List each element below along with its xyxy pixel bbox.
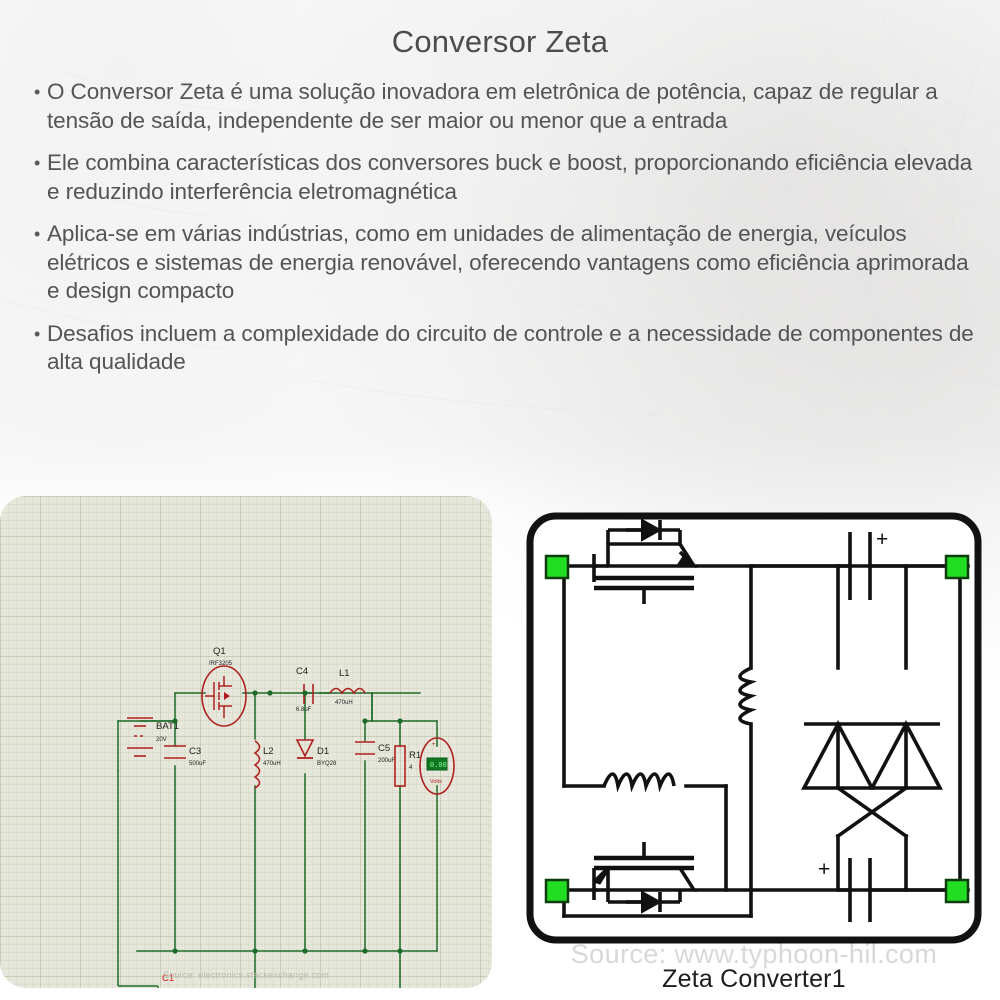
component-D1 [295,739,315,759]
zeta-converter-svg: + + [526,512,982,944]
value-BAT1: 20V [156,737,167,743]
bullet-marker-icon: • [34,153,41,173]
svg-text:+: + [432,742,436,748]
terminals[interactable] [544,554,970,904]
bullet-list: • O Conversor Zeta é uma solução inovado… [34,78,978,391]
label-R1: R1 [409,750,421,761]
figure-row: BAT1 20V C3 500uF [0,496,1000,1000]
converter-enclosure [526,512,982,944]
label-L1: L1 [339,668,350,679]
component-Q1 [201,665,247,727]
bullet-marker-icon: • [34,323,41,344]
value-Q1: IRF3205 [209,661,233,667]
label-C1: C1 [162,973,174,984]
polarity-plus-bottom: + [818,858,830,881]
inductor-vertical [738,666,757,726]
component-C3 [164,745,186,759]
label-BAT1: BAT1 [156,721,179,732]
svg-text:Volts: Volts [430,779,442,785]
zeta-converter-panel: + + [508,496,1000,1000]
bullet-text: O Conversor Zeta é uma solução inovadora… [47,79,938,133]
source-credit-right: Source: www.typhoon-hil.com [570,939,938,969]
value-C5: 200uF [378,758,395,764]
terminal-bottom-right[interactable] [944,878,970,904]
page-title: Conversor Zeta [391,24,609,59]
inductor-horizontal [602,772,676,793]
list-item: • O Conversor Zeta é uma solução inovado… [34,78,978,135]
label-C3: C3 [189,746,201,757]
bullet-text: Desafios incluem a complexidade do circu… [47,320,974,375]
svg-text:0.00: 0.00 [430,762,447,770]
label-D1: D1 [317,746,329,757]
label-C4: C4 [296,666,308,677]
junction-dots [172,690,403,954]
igbt-top [592,518,698,604]
component-C5 [355,741,375,755]
bullet-text: Aplica-se em várias indústrias, como em … [47,221,969,303]
polarity-plus-top: + [876,528,888,551]
bullet-text: Ele combina características dos converso… [47,150,973,204]
diode-right-upper-right [869,720,943,790]
igbt-bottom [592,842,698,914]
terminal-top-left[interactable] [544,554,570,580]
label-C5: C5 [378,743,390,754]
component-L1 [329,687,366,695]
schematic-proteus-panel: BAT1 20V C3 500uF [0,496,492,988]
label-L2: L2 [263,746,274,757]
value-L2: 470uH [263,761,281,767]
figure-caption: Zeta Converter1 [662,965,846,993]
list-item: • Desafios incluem a complexidade do cir… [34,320,978,377]
bullet-marker-icon: • [34,224,41,244]
diode-right-upper-left [801,720,875,790]
component-L2 [253,740,261,789]
source-credit-left: Source: electronics.stackexchange.com [163,970,329,980]
value-C3: 500uF [189,761,206,767]
terminal-top-right[interactable] [944,554,970,580]
value-D1: BYQ28 [317,761,337,767]
list-item: • Ele combina características dos conver… [34,149,978,206]
component-BAT1 [127,717,153,757]
proteus-schematic-svg: BAT1 20V C3 500uF [117,646,455,988]
bullet-marker-icon: • [34,82,41,102]
list-item: • Aplica-se em várias indústrias, como e… [34,220,978,306]
svg-text:-: - [432,791,434,797]
terminal-bottom-left[interactable] [544,878,570,904]
label-Q1: Q1 [213,646,226,657]
value-L1: 470uH [335,700,353,706]
component-voltmeter: 0.00 Volts + - [419,737,455,797]
value-R1: 4 [409,765,413,771]
component-R1 [394,745,406,787]
value-C4: 6.8uF [296,707,312,713]
